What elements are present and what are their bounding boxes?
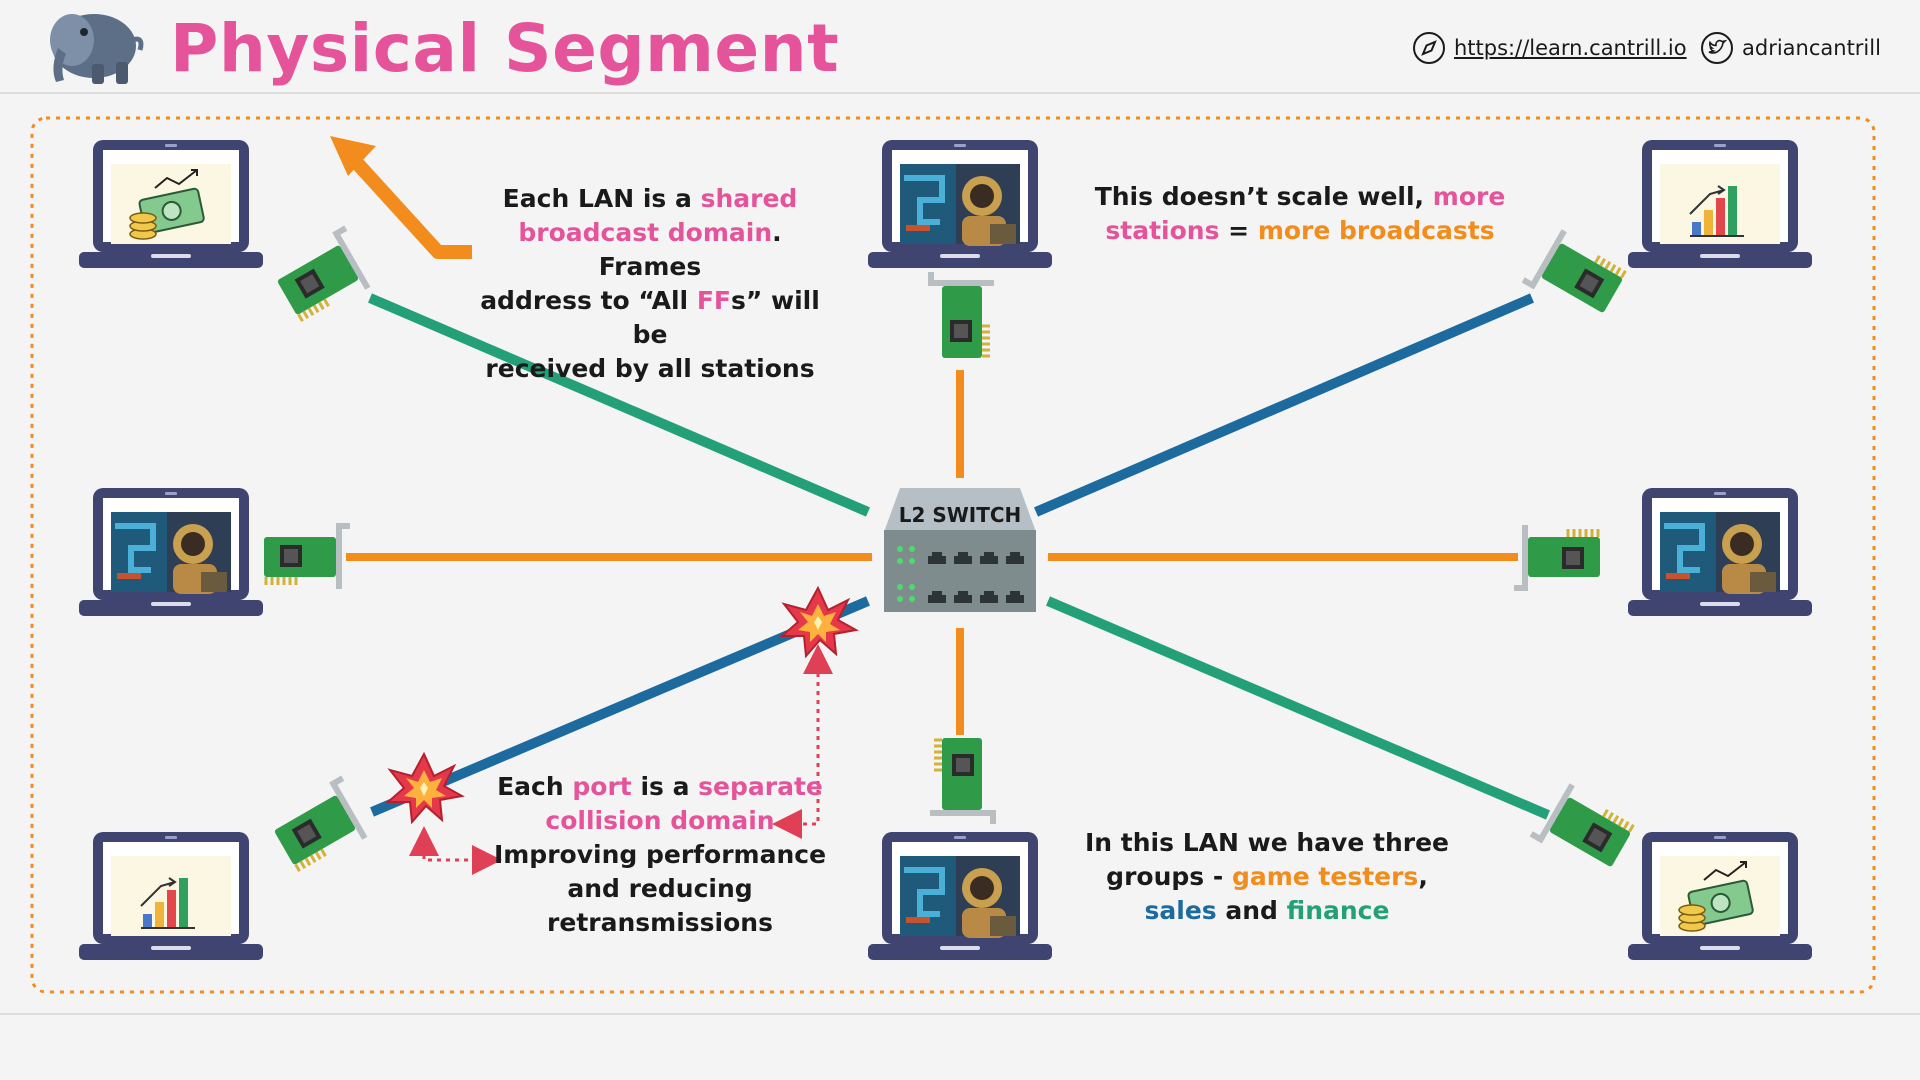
lan-boundary	[30, 116, 1876, 994]
compass-icon	[1413, 32, 1445, 64]
nic-icon	[268, 224, 379, 328]
nic-icon	[262, 521, 352, 591]
scaling-note: This doesn’t scale well, more stations =…	[1094, 182, 1506, 245]
switch-label: L2 SWITCH	[899, 503, 1022, 527]
gamer-image-icon	[900, 856, 1020, 938]
nic-icon	[1512, 523, 1602, 593]
nic-icon	[926, 270, 996, 360]
nic-icon	[928, 736, 998, 826]
twitter-link[interactable]: adriancantrill	[1700, 28, 1881, 68]
pointer-arrow-icon	[422, 845, 502, 875]
site-link[interactable]: https://learn.cantrill.io	[1412, 28, 1687, 68]
money-icon	[1659, 855, 1781, 937]
broadcast-domain-note: Each LAN is a shared broadcast domain. F…	[480, 184, 820, 383]
finance-laptop-bottom-right	[1628, 832, 1812, 960]
nic-icon	[1528, 777, 1639, 881]
l2-switch-icon	[884, 488, 1036, 612]
header: Physical Segment https://learn.cantrill.…	[0, 0, 1920, 94]
gamer-image-icon	[900, 164, 1020, 246]
link-top-right	[1034, 293, 1534, 517]
money-icon	[110, 163, 232, 245]
twitter-bird-icon	[1701, 32, 1733, 64]
twitter-handle[interactable]: adriancantrill	[1742, 36, 1881, 60]
bar-chart-icon	[1659, 163, 1781, 245]
footer-divider	[0, 1013, 1920, 1015]
site-url[interactable]: https://learn.cantrill.io	[1454, 36, 1687, 60]
collision-domain-note: Each port is a separate collision domain…	[493, 772, 827, 937]
pointer-arrow-icon	[772, 664, 820, 839]
link-bottom-right	[1046, 596, 1550, 820]
nic-icon	[1520, 223, 1631, 327]
gamer-laptop-top-center	[868, 140, 1052, 268]
page-title: Physical Segment	[170, 10, 840, 87]
gamer-laptop-mid-right	[1628, 488, 1812, 616]
finance-laptop-top-left	[79, 140, 263, 268]
nic-icon	[265, 774, 376, 878]
collision-burst-icon	[781, 587, 857, 657]
gamer-image-icon	[111, 512, 231, 594]
elephant-logo-icon	[50, 14, 144, 84]
gamer-laptop-bottom-center	[868, 832, 1052, 960]
gamer-laptop-mid-left	[79, 488, 263, 616]
sales-laptop-top-right	[1628, 140, 1812, 268]
link-top-left	[368, 293, 870, 517]
groups-note: In this LAN we have three groups - game …	[1085, 828, 1449, 925]
sales-laptop-bottom-left	[79, 832, 263, 960]
gamer-image-icon	[1660, 512, 1780, 594]
broadcast-arrow-icon	[330, 136, 472, 259]
collision-burst-icon	[387, 753, 463, 823]
bar-chart-icon	[110, 855, 232, 937]
